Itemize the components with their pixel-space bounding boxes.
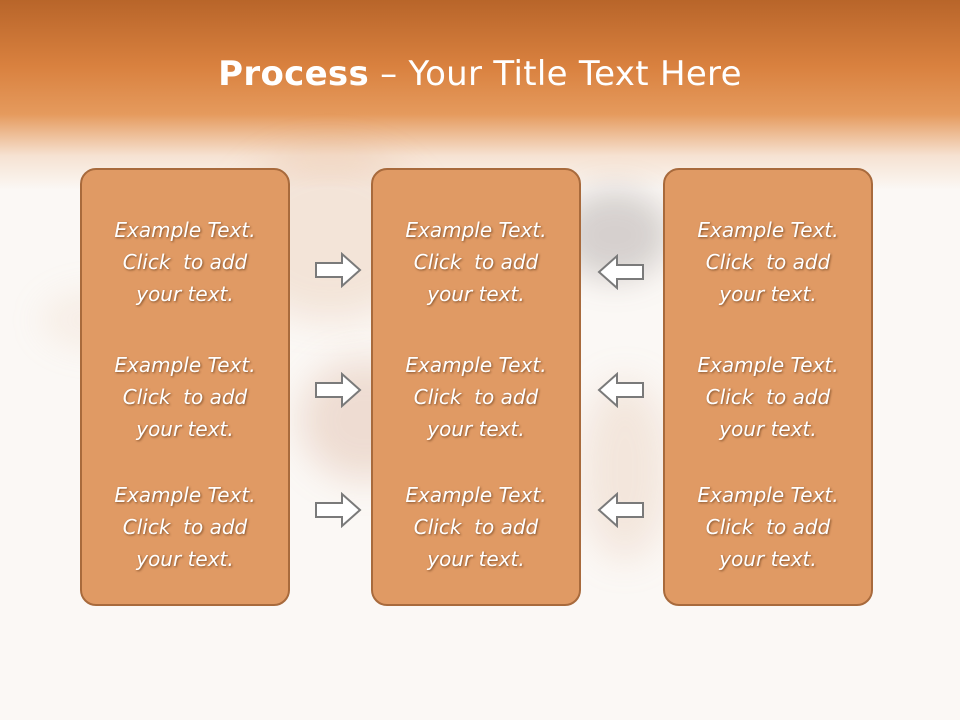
left-arrow-icon[interactable] [597,254,645,290]
text-placeholder[interactable]: Example Text. Click to add your text. [373,214,579,310]
text-placeholder[interactable]: Example Text. Click to add your text. [665,479,871,575]
text-placeholder[interactable]: Example Text. Click to add your text. [373,349,579,445]
left-arrow-icon[interactable] [597,372,645,408]
process-box-left[interactable]: Example Text. Click to add your text. Ex… [80,168,290,606]
left-arrow-icon[interactable] [597,492,645,528]
text-placeholder[interactable]: Example Text. Click to add your text. [373,479,579,575]
text-line: Click to add [413,515,539,539]
text-line: Click to add [413,250,539,274]
text-placeholder[interactable]: Example Text. Click to add your text. [82,349,288,445]
text-line: your text. [136,547,234,571]
text-line: Example Text. [697,353,839,377]
text-placeholder[interactable]: Example Text. Click to add your text. [82,214,288,310]
text-line: Click to add [413,385,539,409]
text-line: Example Text. [114,218,256,242]
background-photo-shape [580,380,670,560]
text-placeholder[interactable]: Example Text. Click to add your text. [665,349,871,445]
text-line: Example Text. [697,218,839,242]
text-line: your text. [719,547,817,571]
text-line: Example Text. [405,353,547,377]
right-arrow-icon[interactable] [314,492,362,528]
text-line: Example Text. [697,483,839,507]
text-line: Click to add [122,250,248,274]
process-box-middle[interactable]: Example Text. Click to add your text. Ex… [371,168,581,606]
text-line: Click to add [705,385,831,409]
text-placeholder[interactable]: Example Text. Click to add your text. [82,479,288,575]
text-line: Click to add [705,515,831,539]
text-line: your text. [427,417,525,441]
slide-title[interactable]: Process – Your Title Text Here [0,54,960,94]
text-line: your text. [427,282,525,306]
text-line: your text. [136,417,234,441]
text-line: Example Text. [114,353,256,377]
text-line: your text. [136,282,234,306]
text-line: Example Text. [405,483,547,507]
process-box-right[interactable]: Example Text. Click to add your text. Ex… [663,168,873,606]
text-line: Click to add [705,250,831,274]
text-line: your text. [719,417,817,441]
right-arrow-icon[interactable] [314,372,362,408]
text-placeholder[interactable]: Example Text. Click to add your text. [665,214,871,310]
text-line: Click to add [122,385,248,409]
header-band [0,0,960,190]
text-line: Example Text. [405,218,547,242]
title-rest: – Your Title Text Here [369,54,742,94]
text-line: Click to add [122,515,248,539]
right-arrow-icon[interactable] [314,252,362,288]
title-bold: Process [218,54,370,94]
text-line: your text. [719,282,817,306]
text-line: Example Text. [114,483,256,507]
text-line: your text. [427,547,525,571]
